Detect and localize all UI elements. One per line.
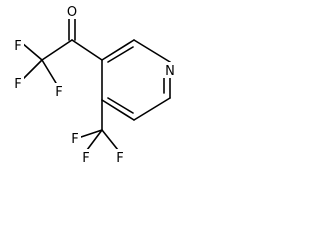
atom-f3-background	[53, 83, 65, 99]
bond-ring-c6-c5	[133, 97, 171, 121]
atom-f5-background	[69, 130, 81, 146]
atom-f4-background	[80, 149, 92, 165]
atom-f1-label: F	[14, 39, 21, 54]
atom-f5-label: F	[71, 132, 78, 147]
atom-n-label: N	[165, 64, 175, 79]
atom-f2-label: F	[14, 77, 21, 92]
atom-labels: O N F F F F F F	[12, 3, 177, 166]
bond-ring-c5-c4	[101, 99, 135, 121]
bond-c-f4	[86, 129, 103, 151]
bonds	[21, 15, 171, 151]
bond-ring-c2-n	[133, 39, 171, 63]
chemical-structure-diagram: O N F F F F F F	[12, 3, 177, 166]
bond-carbonyl-to-cf3	[41, 39, 73, 61]
bond-carbonyl-to-ring	[71, 39, 103, 61]
atom-f4-label: F	[82, 151, 89, 166]
bond-c-f5	[80, 129, 103, 138]
bond-ring-c3-c2-inner	[107, 46, 134, 63]
bond-c-f6	[101, 129, 119, 151]
atom-f1-background	[12, 37, 24, 53]
atom-f2-background	[12, 75, 24, 91]
atom-f3-label: F	[55, 85, 62, 100]
bond-ring-c3-c2	[101, 39, 135, 61]
bond-c-f3	[41, 59, 57, 84]
bond-c-f2	[21, 59, 43, 81]
atom-o-background	[65, 3, 79, 19]
atom-o-label: O	[67, 5, 77, 20]
bond-c-f1	[21, 42, 43, 61]
atom-f6-label: F	[116, 151, 123, 166]
bond-ring-c5-c4-inner	[107, 97, 134, 114]
atom-f6-background	[114, 149, 126, 165]
atom-n-background	[163, 62, 177, 78]
